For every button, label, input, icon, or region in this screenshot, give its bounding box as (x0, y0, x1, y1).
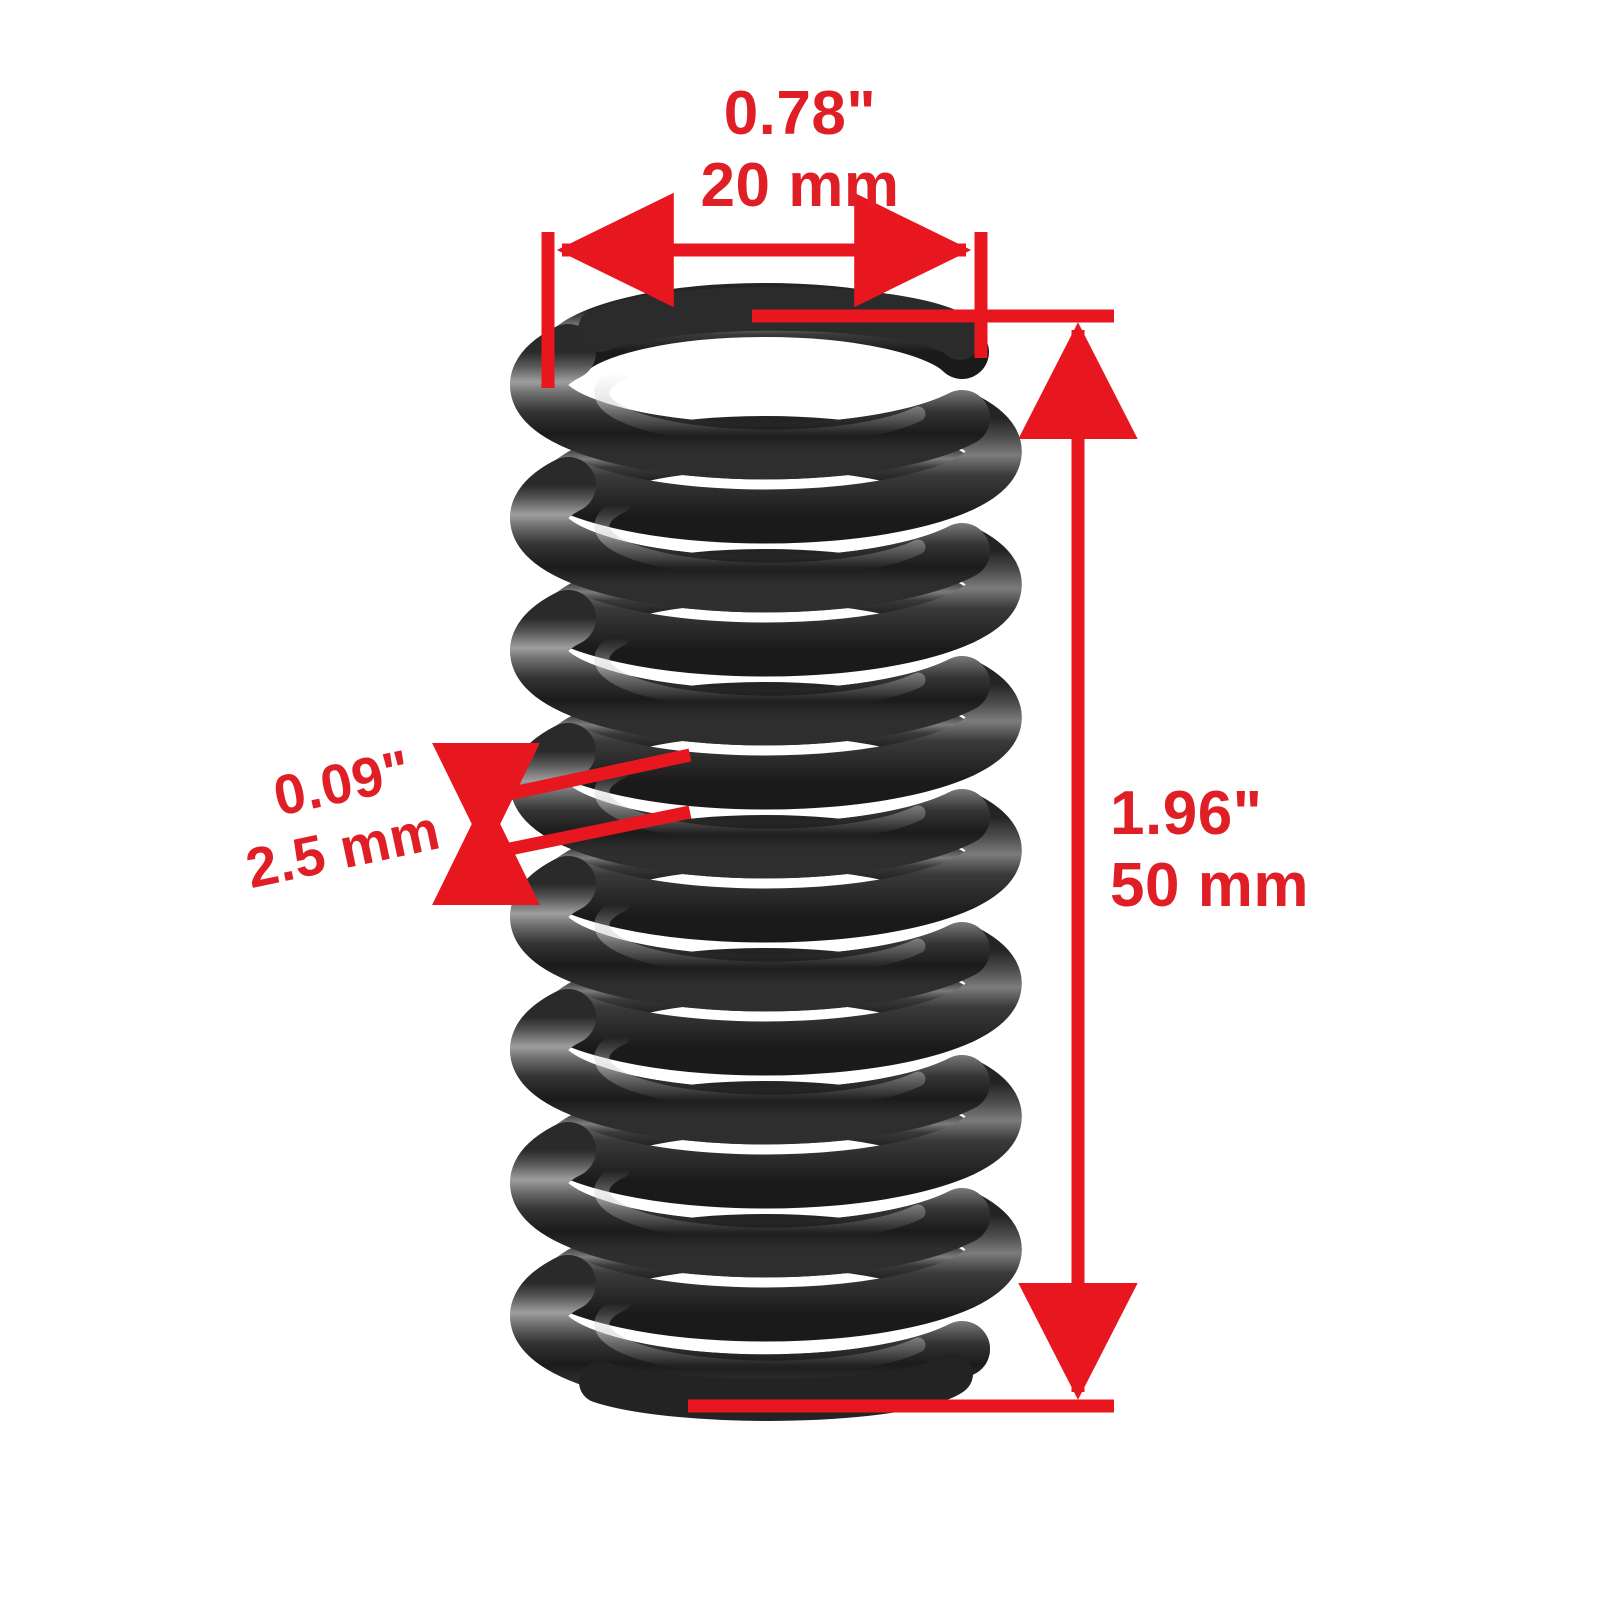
width-dimension-annotation (541, 192, 988, 388)
spring-left-risers (541, 391, 1022, 1342)
wire-diameter-annotation (432, 743, 692, 905)
height-dimension-annotation (688, 309, 1138, 1413)
outer-diameter-label: 0.78" 20 mm (600, 78, 1000, 222)
free-length-inches: 1.96" (1110, 779, 1263, 848)
outer-diameter-inches: 0.78" (723, 79, 877, 148)
coil-spring-body (510, 283, 1022, 1421)
outer-diameter-mm: 20 mm (700, 150, 900, 220)
spring-specular-highlights (594, 364, 926, 1376)
free-length-label: 1.96" 50 mm (1110, 778, 1309, 922)
free-length-mm: 50 mm (1110, 850, 1309, 920)
